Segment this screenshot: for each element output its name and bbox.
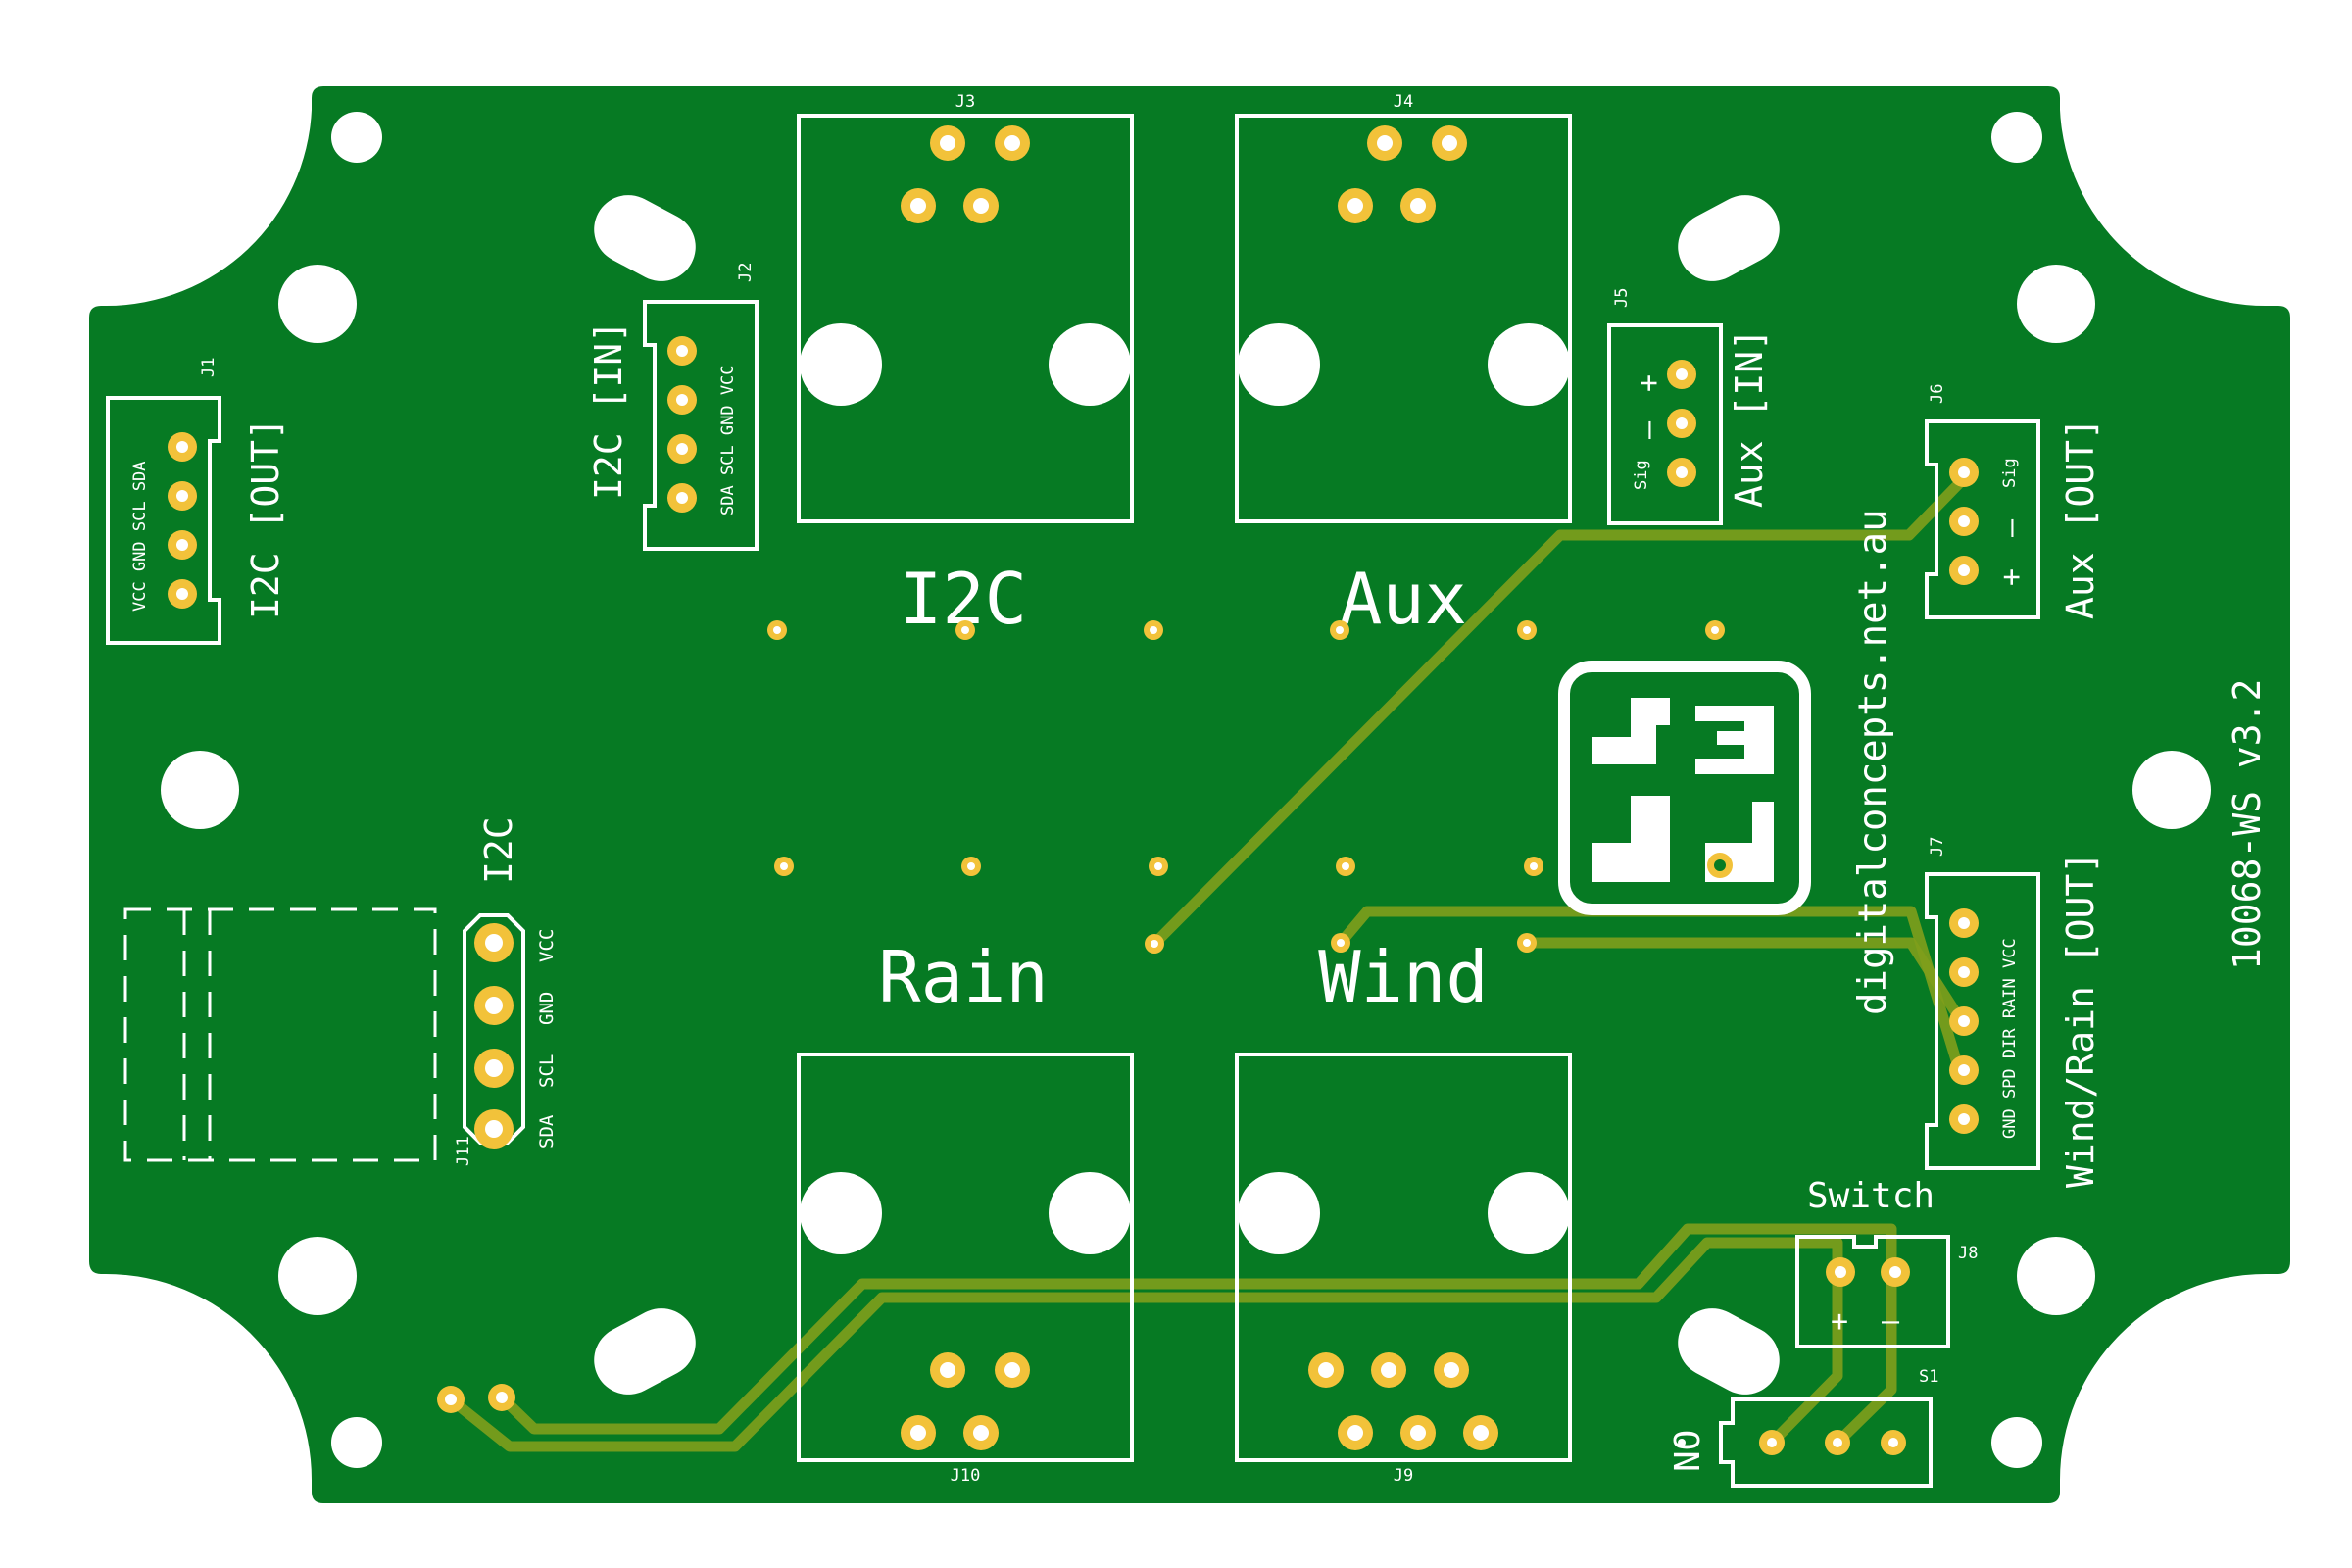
s1-label: S1: [1919, 1367, 1938, 1387]
j2-label: J2: [736, 263, 756, 282]
wind-rain-out-label: Wind/Rain [OUT]: [2059, 852, 2102, 1188]
aux-in-label: Aux [IN]: [1728, 328, 1771, 508]
rj-connector-j9: J9: [1235, 1053, 1572, 1486]
switch-label: Switch: [1807, 1176, 1935, 1216]
j11-scl: SCL: [536, 1054, 558, 1088]
rj-connector-j10: J10: [797, 1053, 1134, 1486]
j5-sig: Sig: [1632, 460, 1651, 490]
connector-j8: + – J8 Switch: [1795, 1176, 1978, 1348]
board-id-label: 10068-WS v3.2: [2226, 679, 2269, 970]
vias: [437, 620, 1725, 1413]
connector-j5: + – Sig J5 Aux [IN]: [1607, 288, 1771, 525]
j5-plus: +: [1632, 374, 1666, 392]
j1-pin-labels: VCC GND SCL SDA: [130, 461, 150, 612]
j8-label: J8: [1958, 1244, 1978, 1263]
j11-label: J11: [454, 1136, 473, 1166]
j6-sig: Sig: [2000, 458, 2020, 488]
j7-label: J7: [1928, 837, 1947, 857]
website-label: digitalconcepts.net.au: [1851, 509, 1895, 1015]
mounting-holes: [161, 112, 2211, 1468]
j11-gnd: GND: [536, 992, 558, 1025]
j9-label: J9: [1394, 1466, 1413, 1486]
no-label: NO: [1668, 1430, 1708, 1472]
j11-sda: SDA: [536, 1114, 558, 1149]
j8-plus: +: [1831, 1304, 1848, 1339]
j6-minus: –: [1994, 518, 2029, 537]
j4-label: J4: [1394, 92, 1413, 112]
rj-connector-j4: J4: [1235, 92, 1572, 523]
section-label-aux: Aux: [1340, 558, 1467, 640]
dashed-footprint: [123, 907, 437, 1162]
connector-j11: VCC GND SCL SDA J11 I2C: [454, 816, 558, 1166]
j6-label: J6: [1928, 384, 1947, 404]
connector-j7: GND SPD DIR RAIN VCC J7 Wind/Rain [OUT]: [1925, 837, 2102, 1188]
dc-logo: [1558, 661, 1811, 915]
j1-label: J1: [199, 358, 219, 377]
j2-pin-labels: SDA SCL GND VCC: [718, 365, 738, 515]
aux-out-label: Aux [OUT]: [2059, 417, 2102, 619]
j10-label: J10: [951, 1466, 981, 1486]
i2c-in-label: I2C [IN]: [587, 320, 630, 500]
switch-s1: S1 NO: [1668, 1367, 1938, 1488]
j5-label: J5: [1612, 288, 1632, 308]
j3-label: J3: [956, 92, 975, 112]
j11-vcc: VCC: [536, 929, 558, 962]
j11-i2c-label: I2C: [477, 816, 520, 884]
connector-j2: SDA SCL GND VCC J2 I2C [IN]: [587, 263, 759, 551]
j6-plus: +: [1994, 568, 2029, 586]
i2c-out-label: I2C [OUT]: [244, 417, 287, 619]
connector-j6: Sig – + J6 Aux [OUT]: [1925, 384, 2102, 619]
connector-j1: VCC GND SCL SDA J1 I2C [OUT]: [106, 358, 287, 645]
rj-connector-j3: J3: [797, 92, 1134, 523]
j8-minus: –: [1882, 1304, 1900, 1339]
pcb-board: [89, 86, 2290, 1503]
section-label-rain: Rain: [878, 936, 1048, 1018]
j7-pin-labels: GND SPD DIR RAIN VCC: [2000, 938, 2020, 1139]
j5-minus: –: [1632, 420, 1666, 439]
